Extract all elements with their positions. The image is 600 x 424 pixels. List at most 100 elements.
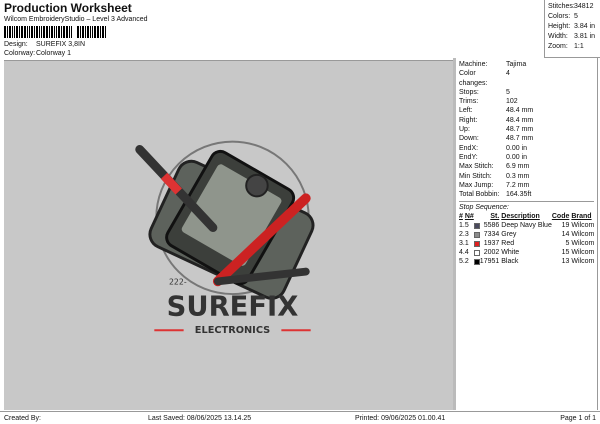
- barcode-bar: [105, 26, 106, 38]
- barcode-bar: [51, 26, 53, 38]
- last-saved: Last Saved: 08/06/2025 13.14.25: [148, 415, 252, 422]
- color-swatch: [473, 258, 480, 265]
- stat-label: Right:: [459, 116, 478, 124]
- stat-label: Max Jump:: [459, 181, 494, 189]
- stat-value: 7.2 mm: [506, 181, 530, 189]
- stop-description: Red: [501, 240, 515, 248]
- stat-label: Trims:: [459, 98, 479, 106]
- logo-text: SUREFIX: [167, 292, 299, 323]
- stat-row: Down: 48.7 mm: [459, 134, 594, 143]
- stop-stitches: 5586: [483, 222, 500, 230]
- stat-value: 102: [506, 98, 518, 106]
- barcode-bar: [34, 26, 35, 38]
- barcode-bar: [49, 26, 50, 38]
- design-value: SUREFIX 3,8IN: [36, 41, 86, 48]
- stop-brand: Wilcom: [571, 231, 595, 239]
- stat-value: 48.4 mm: [506, 107, 534, 115]
- stat-row: Color changes:4: [459, 69, 594, 88]
- barcode-bar: [58, 26, 60, 38]
- stat-value: 4: [506, 70, 510, 78]
- stat-row: EndX:0.00 in: [459, 144, 594, 153]
- stat-row: Stops: 5: [459, 88, 594, 97]
- stop-brand: Wilcom: [571, 249, 595, 257]
- stat-label: Total Bobbin:: [459, 191, 500, 199]
- barcode-bar: [66, 26, 68, 38]
- stat-label: Stops:: [459, 88, 479, 96]
- stop-code: 5: [565, 240, 570, 248]
- embroidery-design-image: 222- SUREFIX ELECTRONICS: [135, 140, 315, 336]
- barcode-bar: [90, 26, 91, 38]
- barcode-bar: [7, 26, 8, 38]
- summary-row: Zoom:1:1: [548, 42, 597, 52]
- barcode-bar: [85, 26, 86, 38]
- summary-label: Height:: [548, 23, 571, 30]
- barcode-bar: [100, 26, 101, 38]
- stat-value: 0.3 mm: [506, 172, 530, 180]
- barcode-bar: [14, 26, 15, 38]
- col-index: #: [459, 213, 463, 221]
- barcode-bar: [92, 26, 93, 38]
- stat-value: 5: [506, 88, 510, 96]
- colorway-value: Colorway 1: [36, 50, 72, 57]
- stat-value: 48.7 mm: [506, 126, 534, 134]
- stop-stitches: 1937: [483, 240, 500, 248]
- barcode-bar: [97, 26, 99, 38]
- barcode-bar: [54, 26, 55, 38]
- page-number: Page 1 of 1: [560, 415, 596, 422]
- summary-row: Width:3.81 in: [548, 32, 597, 42]
- summary-label: Stitches:: [548, 3, 575, 10]
- stop-brand: Wilcom: [571, 222, 595, 230]
- stat-value: 0.00 in: [506, 153, 528, 161]
- stat-value: 48.7 mm: [506, 135, 534, 143]
- stat-label: Up:: [459, 126, 470, 134]
- color-swatch: [473, 231, 480, 238]
- colorway-label: Colorway:: [4, 50, 36, 57]
- screwdriver-icon: [212, 193, 311, 287]
- barcode-bar: [29, 26, 30, 38]
- stop-description: White: [501, 249, 520, 257]
- barcode-bar: [36, 26, 38, 38]
- barcode-bar: [12, 26, 13, 38]
- stop-needle: 1: [464, 240, 469, 248]
- stop-description: Black: [501, 258, 519, 266]
- barcode-bar: [24, 26, 26, 38]
- col-description: Description: [501, 213, 540, 221]
- stop-description: Grey: [501, 231, 517, 239]
- page-title: Production Worksheet: [4, 1, 132, 15]
- col-stitches: St.: [490, 213, 500, 221]
- stop-code: 19: [561, 222, 570, 230]
- stop-brand: Wilcom: [571, 258, 595, 266]
- small-text: 222-: [169, 277, 187, 286]
- barcode-bar: [102, 26, 104, 38]
- stop-needle: 4: [464, 249, 469, 257]
- stop-index: 4.: [459, 249, 465, 257]
- summary-label: Width:: [548, 33, 568, 40]
- summary-row: Height:3.84 in: [548, 22, 597, 32]
- created-by: Created By:: [4, 415, 41, 422]
- stat-row: Left:48.4 mm: [459, 106, 594, 115]
- design-row: Design:SUREFIX 3,8IN: [4, 41, 85, 48]
- barcode-bar: [31, 26, 33, 38]
- stat-row: EndY:0.00 in: [459, 153, 594, 162]
- stat-value: 0.00 in: [506, 144, 528, 152]
- stat-label: Down:: [459, 135, 479, 143]
- colorway-row: Colorway:Colorway 1: [4, 50, 71, 57]
- stop-index: 3.: [459, 240, 465, 248]
- stop-description: Deep Navy Blue: [501, 222, 552, 230]
- barcode-bar: [39, 26, 40, 38]
- barcode-bar: [56, 26, 57, 38]
- printed-date: Printed: 09/06/2025 01.00.41: [355, 415, 446, 422]
- barcode-bar: [80, 26, 81, 38]
- barcode-bar: [27, 26, 28, 38]
- stat-row: Machine:Tajima: [459, 60, 594, 69]
- summary-value: 5: [574, 13, 578, 20]
- stat-value: 6.9 mm: [506, 163, 530, 171]
- barcode-bar: [21, 26, 23, 38]
- stop-stitches: 2002: [483, 249, 500, 257]
- stat-row: Max Stitch:6.9 mm: [459, 162, 594, 171]
